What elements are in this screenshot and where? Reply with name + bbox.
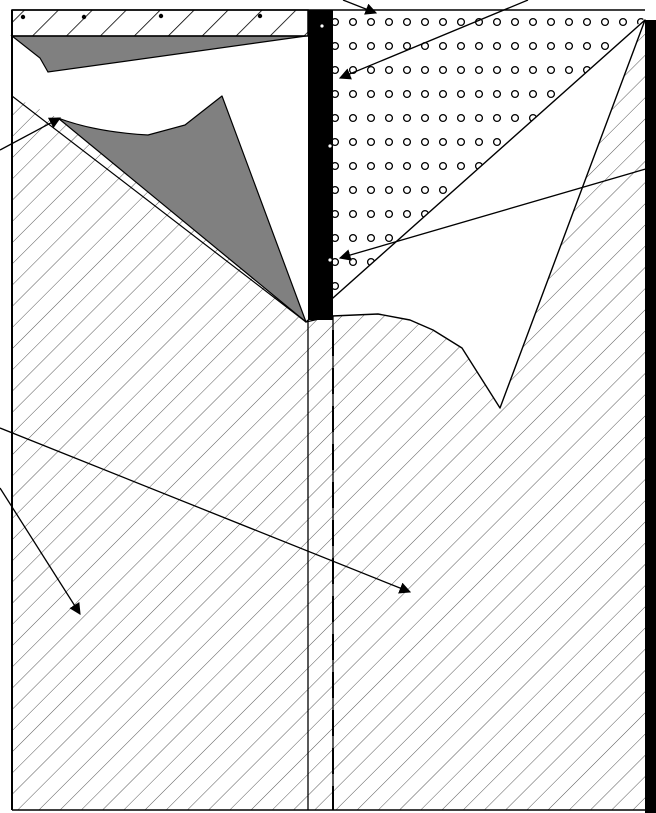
gray-peeled-flap-top	[10, 35, 307, 73]
white-folded-flap	[305, 19, 646, 409]
right-hatched-panel	[306, 20, 645, 810]
leader-arrow-dotted-sheet	[338, 0, 529, 80]
leader-arrow-top-strip	[342, 0, 378, 15]
leader-arrow-right-flap	[338, 165, 656, 261]
leader-arrow-right-panel	[0, 427, 412, 594]
black-center-strip	[308, 10, 333, 320]
leader-arrows	[0, 0, 656, 615]
top-hatched-strip	[11, 9, 309, 37]
leader-arrow-left-panel	[0, 487, 81, 615]
center-strip-dots	[320, 24, 332, 262]
gray-peeled-flap	[57, 95, 307, 323]
black-right-edge-strip	[645, 20, 656, 813]
top-strip-dots	[20, 13, 263, 20]
peel-edge-line	[11, 95, 307, 323]
leader-arrow-gray-flap	[0, 117, 62, 151]
left-hatched-panel	[12, 96, 306, 810]
